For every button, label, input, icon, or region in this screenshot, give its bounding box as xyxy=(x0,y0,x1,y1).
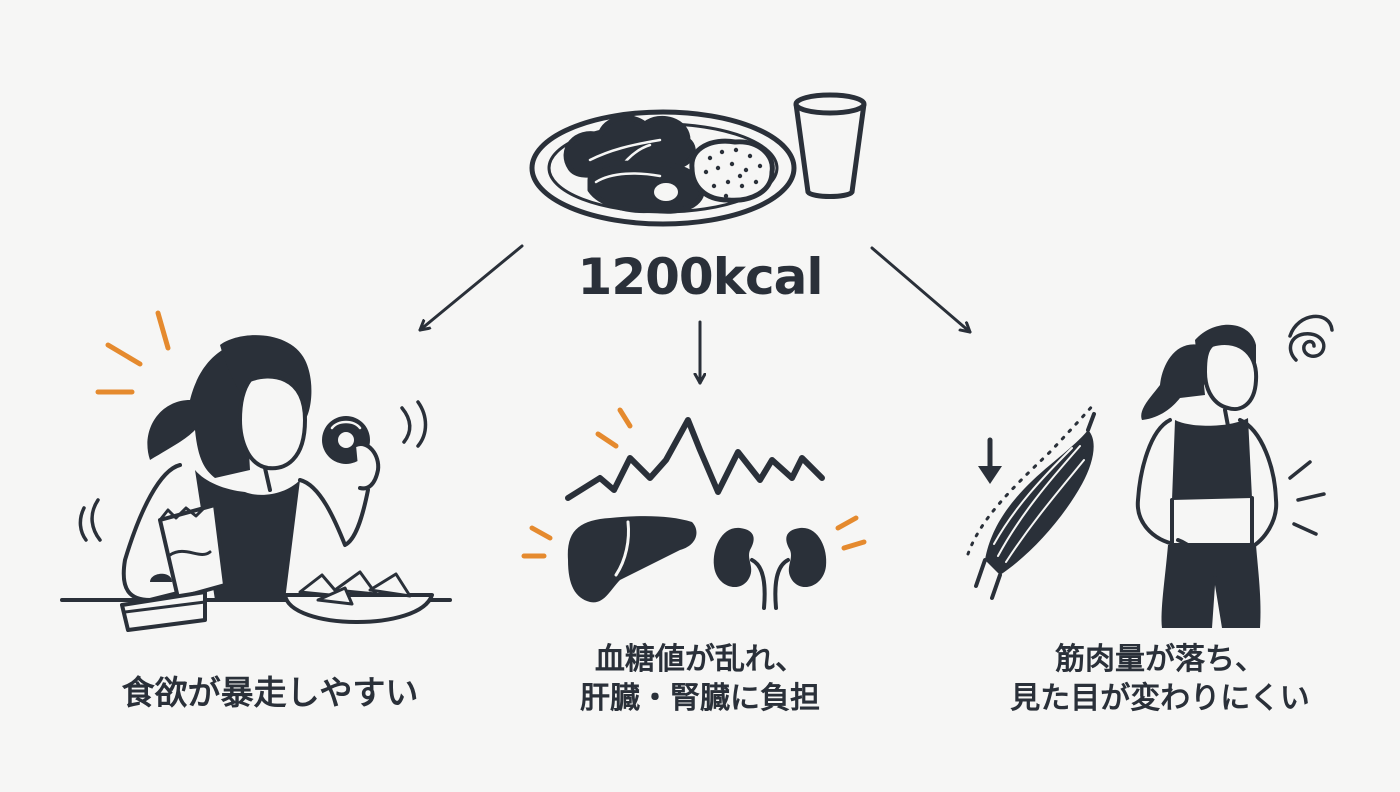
effect-label-line: 筋肉量が落ち、 xyxy=(1055,642,1265,677)
effect-label-line: 食欲が暴走しやすい xyxy=(121,673,419,712)
effect-label-line: 肝臓・腎臓に負担 xyxy=(580,681,820,716)
arrow-right xyxy=(870,246,972,334)
effect-label-appetite: 食欲が暴走しやすい xyxy=(40,672,500,715)
effect-label-line: 見た目が変わりにくい xyxy=(1010,681,1310,716)
milk-glass-icon xyxy=(793,92,867,199)
effect-label-blood-sugar: 血糖値が乱れ、 肝臓・腎臓に負担 xyxy=(520,640,880,718)
overeating-woman-icon xyxy=(60,310,452,632)
arrows xyxy=(418,244,972,385)
blood-sugar-organs-icon xyxy=(521,407,867,610)
effect-label-muscle: 筋肉量が落ち、 見た目が変わりにくい xyxy=(950,640,1370,718)
effect-label-line: 血糖値が乱れ、 xyxy=(594,642,806,677)
meal-plate-icon xyxy=(529,109,797,227)
arrow-left xyxy=(418,244,524,332)
muscle-loss-woman-icon xyxy=(966,314,1334,628)
calorie-label: 1200kcal xyxy=(577,248,824,306)
